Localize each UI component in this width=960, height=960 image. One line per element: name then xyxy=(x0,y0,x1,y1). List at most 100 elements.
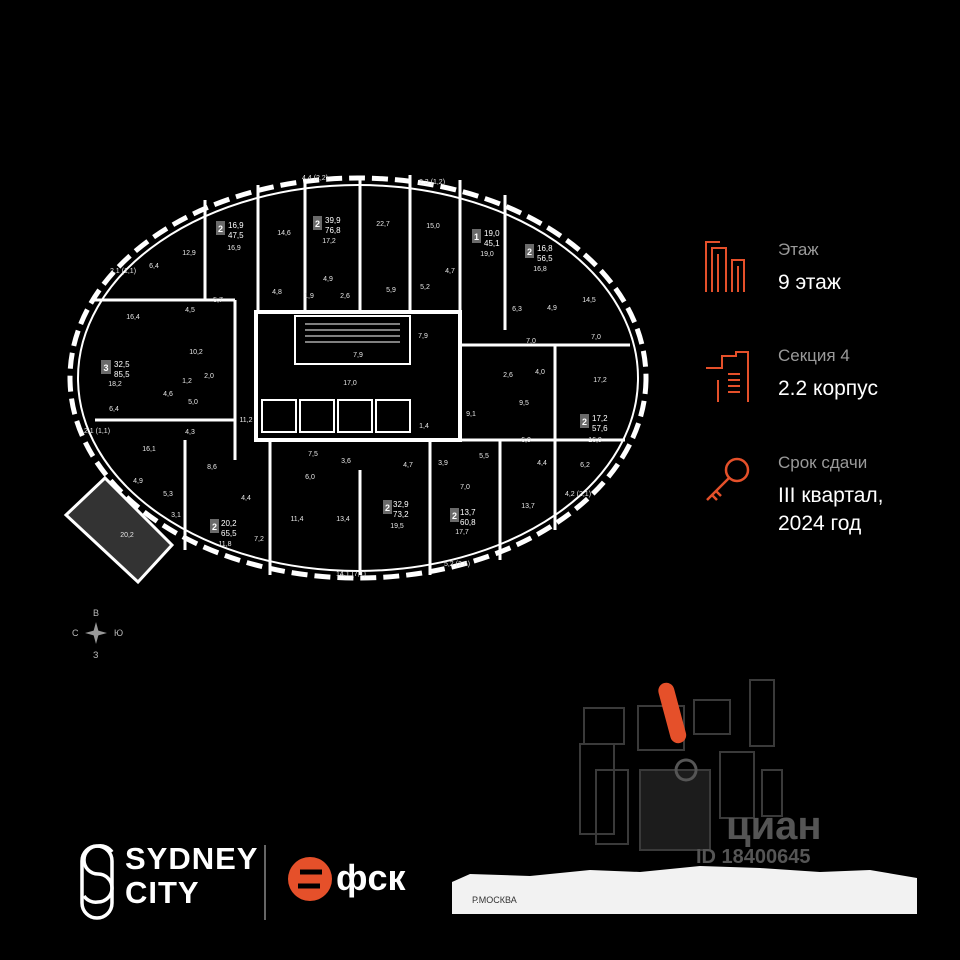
section-value: 2.2 корпус xyxy=(778,377,878,400)
room-area-label: 8,6 xyxy=(207,464,217,471)
svg-text:2: 2 xyxy=(582,417,587,427)
sydney-city-logo-mark xyxy=(80,844,114,920)
floor-value: 9 этаж xyxy=(778,271,841,294)
room-area-label: 2,3 (1,2) xyxy=(419,179,445,186)
room-area-label: 2,6 xyxy=(340,293,350,300)
room-area-label: 7,5 xyxy=(308,451,318,458)
room-area-label: 1,9 xyxy=(304,293,314,300)
room-area-label: 5,3 xyxy=(163,491,173,498)
room-area-label: 9,1 xyxy=(466,411,476,418)
svg-text:20,2: 20,2 xyxy=(221,519,237,528)
room-area-label: 4,4 (2,2) xyxy=(302,175,328,182)
delivery-label: Срок сдачи xyxy=(778,453,868,472)
room-area-label: 5,5 xyxy=(479,453,489,460)
room-area-label: 22,7 xyxy=(376,221,390,228)
room-area-label: 1,2 xyxy=(182,378,192,385)
section-label: Секция 4 xyxy=(778,346,850,365)
stair-lines xyxy=(305,323,400,343)
room-area-label: 12,9 xyxy=(182,250,196,257)
room-area-label: 16,0 xyxy=(588,437,602,444)
room-area-label: 17,2 xyxy=(322,238,336,245)
room-labels: 4,4 (2,2) 2,3 (1,2) 16,9 14,6 17,2 22,7 … xyxy=(84,175,607,578)
room-area-label: 14,5 xyxy=(582,297,596,304)
room-area-label: 11,8 xyxy=(218,541,231,548)
room-area-label: 11,4 xyxy=(290,516,303,523)
room-area-label: 2,6 xyxy=(503,372,513,379)
room-area-label: 6,3 xyxy=(512,306,522,313)
sydney-logo-text: SYDNEY CITY xyxy=(125,842,258,910)
room-area-label: 19,5 xyxy=(390,523,404,530)
compass-rose-icon xyxy=(85,622,107,644)
room-area-label: 6,0 xyxy=(521,437,531,444)
svg-text:45,1: 45,1 xyxy=(484,239,500,248)
room-area-label: 16,4 xyxy=(126,314,140,321)
svg-text:76,8: 76,8 xyxy=(325,226,341,235)
building-outline xyxy=(719,751,755,819)
room-area-label: 16,9 xyxy=(227,245,241,252)
room-area-label: 20,2 xyxy=(120,532,134,539)
floor-label: Этаж xyxy=(778,240,819,259)
room-area-label: 10,2 xyxy=(189,349,203,356)
room-area-label: 14,6 xyxy=(277,230,291,237)
room-area-label: 3,9 xyxy=(438,460,448,467)
room-area-label: 13,4 xyxy=(336,516,350,523)
room-area-label: 4,5 xyxy=(185,307,195,314)
room-area-label: 5,0 xyxy=(188,399,198,406)
river-label: Р.МОСКВА xyxy=(472,895,517,905)
room-area-label: 4,9 xyxy=(323,276,333,283)
room-area-label: 3,6 xyxy=(341,458,351,465)
svg-text:2: 2 xyxy=(452,511,457,521)
compass-west: С xyxy=(72,628,79,638)
room-area-label: 7,9 xyxy=(353,352,363,359)
room-area-label: 7,0 xyxy=(460,484,470,491)
building-outline xyxy=(583,707,625,745)
svg-text:17,2: 17,2 xyxy=(592,414,608,423)
svg-text:56,5: 56,5 xyxy=(537,254,553,263)
building-section-icon xyxy=(706,351,749,402)
highlighted-building xyxy=(658,682,687,744)
room-area-label: 15,0 xyxy=(426,223,440,230)
room-area-label: 1,4 xyxy=(419,423,429,430)
room-area-label: 6,2 xyxy=(580,462,590,469)
svg-text:85,5: 85,5 xyxy=(114,370,130,379)
room-area-label: 6,0 xyxy=(305,474,315,481)
svg-text:1: 1 xyxy=(474,232,479,242)
site-map xyxy=(452,679,917,914)
building-outline xyxy=(595,769,629,845)
location-pin-icon xyxy=(674,758,698,782)
fsk-logo-text: фск xyxy=(336,857,406,898)
room-area-label: 4,2 (2,1) xyxy=(565,491,591,498)
delivery-value-line1: III квартал, xyxy=(778,484,884,507)
building-outline xyxy=(749,679,775,747)
partition-walls xyxy=(95,175,630,575)
compass-north: В xyxy=(93,608,100,618)
room-area-label: 4,9 xyxy=(133,478,143,485)
svg-text:47,5: 47,5 xyxy=(228,231,244,240)
elevators xyxy=(261,399,411,433)
room-area-label: 2,0 xyxy=(204,373,214,380)
outer-wall xyxy=(67,175,649,581)
svg-text:16,8: 16,8 xyxy=(537,244,553,253)
balcony xyxy=(63,475,175,585)
room-area-label: 7,9 xyxy=(418,333,428,340)
river-bank xyxy=(452,866,917,914)
svg-text:2: 2 xyxy=(218,224,223,234)
room-area-label: 9,5 xyxy=(519,400,529,407)
svg-text:13,7: 13,7 xyxy=(460,508,476,517)
key-icon xyxy=(706,457,750,501)
room-area-label: 17,7 xyxy=(455,529,469,536)
svg-text:32,5: 32,5 xyxy=(114,360,130,369)
room-area-label: 4,4 xyxy=(241,495,251,502)
delivery-value-line2: 2024 год xyxy=(778,512,862,535)
room-area-label: 5,2 xyxy=(420,284,430,291)
sydney-logo-line1: SYDNEY xyxy=(125,841,259,876)
room-area-label: 4,7 xyxy=(445,268,455,275)
